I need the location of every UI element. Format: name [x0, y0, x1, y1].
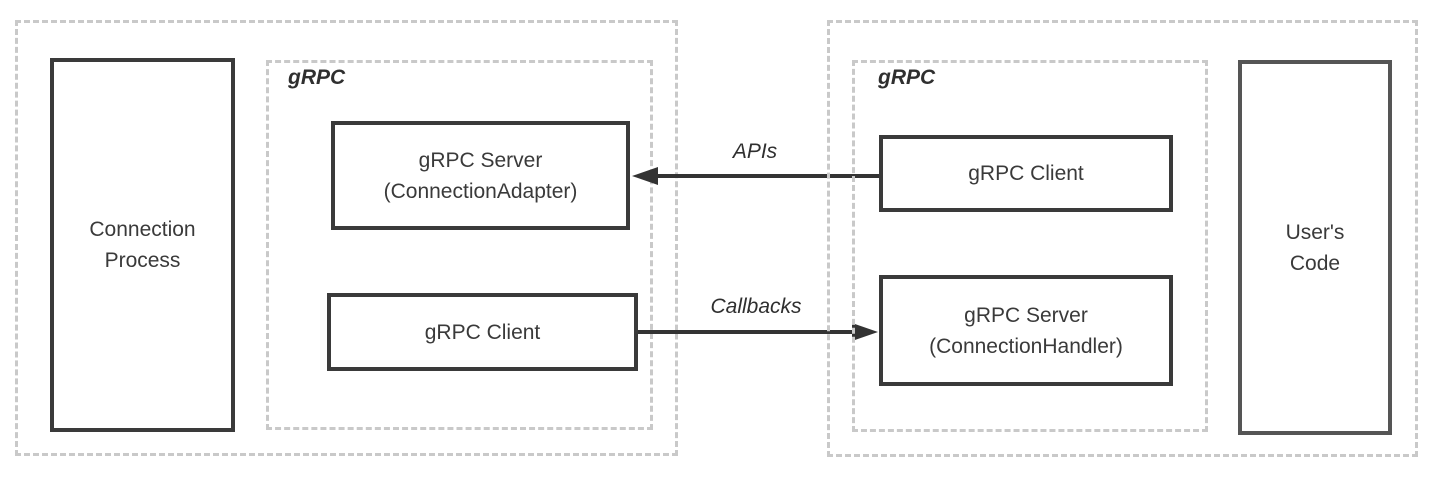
- connection-handler-box: gRPC Server (ConnectionHandler): [879, 275, 1173, 386]
- callbacks-arrow-label: Callbacks: [710, 295, 802, 318]
- connection-adapter-line1: gRPC Server: [418, 148, 543, 172]
- right-grpc-container: [852, 60, 1208, 432]
- callbacks-arrow-line: [638, 330, 854, 334]
- users-code-box: User's Code: [1238, 60, 1392, 435]
- right-user-container: [827, 20, 1418, 457]
- connection-process-line2: Process: [104, 249, 181, 272]
- left-grpc-client-label: gRPC Client: [424, 320, 541, 344]
- users-code-line1: User's: [1285, 220, 1345, 244]
- users-code-line2: Code: [1289, 251, 1341, 275]
- apis-arrowhead-icon: [632, 167, 658, 185]
- right-grpc-label: gRPC: [878, 66, 936, 89]
- connection-handler-line2: (ConnectionHandler): [929, 334, 1123, 358]
- right-grpc-client-box: gRPC Client: [879, 135, 1173, 212]
- connection-adapter-box: gRPC Server (ConnectionAdapter): [331, 121, 630, 230]
- apis-arrow-line: [650, 174, 879, 178]
- connection-handler-line1: gRPC Server: [964, 303, 1088, 327]
- connection-process-line1: Connection: [89, 218, 196, 241]
- left-grpc-client-box: gRPC Client: [327, 293, 638, 371]
- connection-adapter-line2: (ConnectionAdapter): [383, 179, 578, 203]
- apis-arrow-label: APIs: [732, 140, 778, 163]
- connection-process-box: Connection Process: [50, 58, 235, 432]
- callbacks-arrowhead-icon: [852, 323, 878, 341]
- right-grpc-client-label: gRPC Client: [968, 162, 1084, 185]
- left-process-container: [15, 20, 678, 456]
- left-grpc-container: [266, 60, 653, 430]
- left-grpc-label: gRPC: [288, 66, 346, 89]
